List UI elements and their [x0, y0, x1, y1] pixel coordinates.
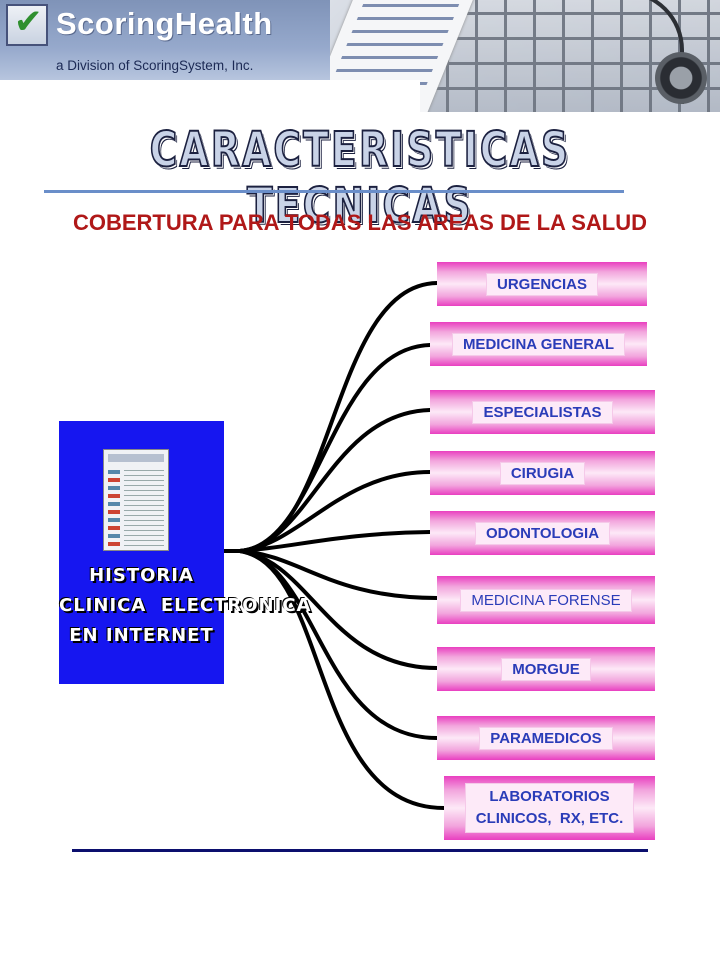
area-label-laboratorios-line2: CLINICOS, RX, ETC.: [475, 810, 624, 827]
connector-medicina-forense: [238, 549, 439, 600]
panel-line-2: CLINICA ELECTRONICA: [59, 595, 312, 616]
connector-odontologia: [238, 530, 432, 553]
panel-caption: HISTORIA CLINICA ELECTRONICA EN INTERNET: [59, 561, 312, 651]
historia-clinica-panel: HISTORIA CLINICA ELECTRONICA EN INTERNET: [59, 421, 312, 684]
document-thumbnail: [103, 449, 169, 551]
stethoscope-icon: [655, 52, 707, 104]
checkmark-icon: ✔: [14, 2, 43, 42]
area-box-medicina-general: MEDICINA GENERAL: [430, 322, 647, 366]
area-box-urgencias: URGENCIAS: [437, 262, 647, 306]
connector-medicina-general: [238, 343, 432, 553]
connector-urgencias: [238, 281, 439, 553]
area-box-morgue: MORGUE: [437, 647, 655, 691]
header-banner: ✔ ScoringHealth a Division of ScoringSys…: [0, 0, 720, 112]
brand-subtitle: a Division of ScoringSystem, Inc.: [56, 58, 254, 73]
title-underline: [44, 190, 624, 193]
panel-line-3: EN INTERNET: [69, 625, 214, 646]
area-label-laboratorios-line1: LABORATORIOS: [489, 788, 610, 805]
connector-paramedicos: [238, 549, 439, 740]
page-subtitle: COBERTURA PARA TODAS LAS AREAS DE LA SAL…: [72, 210, 648, 235]
area-box-especialistas: ESPECIALISTAS: [430, 390, 655, 434]
area-box-medicina-forense: MEDICINA FORENSE: [437, 576, 655, 624]
area-box-cirugia: CIRUGIA: [430, 451, 655, 495]
area-box-laboratorios: LABORATORIOS CLINICOS, RX, ETC.: [444, 776, 655, 840]
area-box-odontologia: ODONTOLOGIA: [430, 511, 655, 555]
connector-morgue: [238, 549, 439, 670]
brand-logo-text: ScoringHealth: [56, 6, 273, 41]
header-strip: [0, 80, 420, 112]
panel-line-1: HISTORIA: [89, 565, 194, 586]
page-title: CARACTERISTICAS TECNICAS: [149, 121, 571, 235]
area-box-paramedicos: PARAMEDICOS: [437, 716, 655, 760]
header-band: ✔ ScoringHealth: [0, 0, 330, 80]
bottom-divider: [72, 849, 648, 852]
connector-laboratorios: [238, 549, 446, 810]
connector-cirugia: [238, 470, 432, 553]
checkbox-logo-icon: [6, 4, 48, 46]
